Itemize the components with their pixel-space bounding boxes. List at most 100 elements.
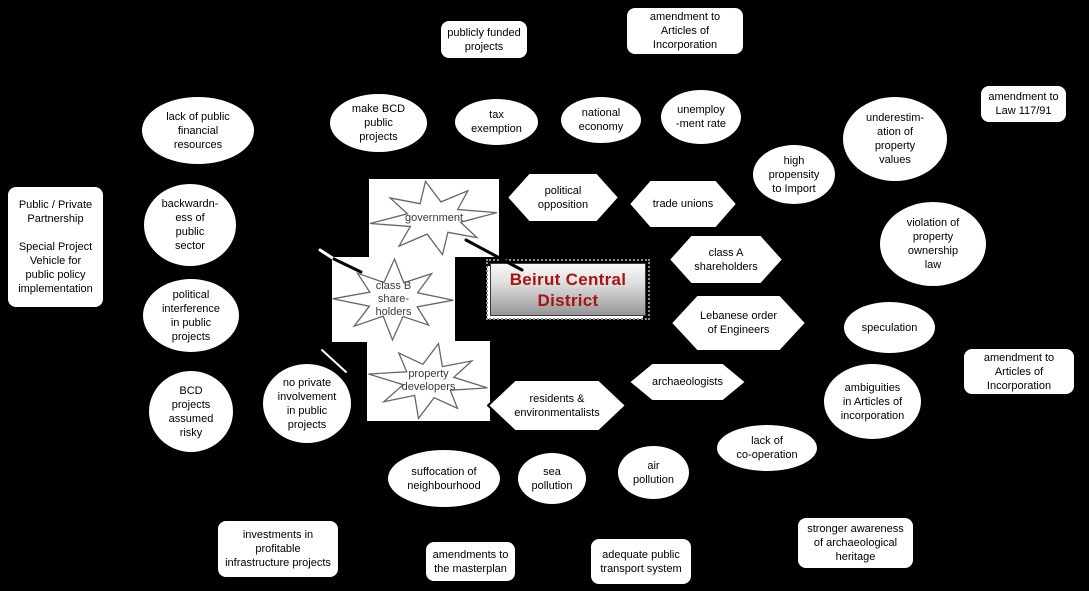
node-label-line: co-operation	[736, 449, 798, 461]
node-label-line: Articles of	[660, 25, 710, 37]
node-label-line: ess of	[175, 212, 205, 224]
node-label: government	[369, 179, 499, 257]
node-label-line: implementation	[18, 283, 93, 295]
node-label-line: Vehicle for	[29, 255, 82, 267]
node-label-line: exemption	[471, 123, 522, 135]
node-label-line: economy	[578, 121, 624, 133]
node-label-line: ation of	[876, 126, 914, 138]
node-label-line: incorporation	[840, 409, 905, 422]
node-label-line: adequate public	[602, 548, 680, 561]
node-label-line: Lebanese order	[699, 310, 778, 322]
node-unemployment-rate: unemploy-ment rate	[659, 88, 743, 146]
node-label-line: of archaeological	[813, 537, 898, 549]
node-label-line: Incorporation	[652, 39, 718, 51]
node-label-line: projects	[171, 398, 211, 411]
node-label-line: projects	[359, 131, 398, 143]
node-label-line: law	[924, 259, 942, 271]
node-label-line: projects	[287, 418, 327, 431]
node-label-line: share-	[377, 293, 410, 305]
node-label: unemploy-ment rate	[661, 90, 741, 144]
node-label-line: publicly funded	[447, 26, 521, 39]
node-label-line: in public	[170, 316, 212, 329]
node-label-line: sea	[543, 465, 561, 478]
node-label-line: environmentalists	[514, 406, 600, 419]
node-label-line: shareholders	[694, 260, 758, 273]
node-label-line: in public	[286, 404, 328, 417]
node-label-line: pollution	[633, 473, 674, 486]
node-speculation: speculation	[842, 300, 937, 355]
node-government-burst: government	[369, 179, 499, 257]
node-label-line: archaeologists	[652, 376, 723, 388]
node-label-line: of Engineers	[707, 324, 770, 336]
node-label-line: heritage	[835, 551, 876, 563]
node-label-line: amendment to	[988, 91, 1059, 103]
node-label-line: in Articles of	[842, 395, 903, 408]
node-label-line: sector	[175, 240, 205, 252]
node-label-line: amendment to	[649, 11, 721, 23]
node-label-line: projects	[464, 40, 504, 53]
node-label-line: resources	[173, 138, 223, 151]
node-label-line: violation of	[906, 217, 960, 229]
node-lack-of-co-operation: lack of co-operation	[715, 423, 819, 473]
node-label: amendment to Articles of Incorporation	[627, 8, 743, 54]
node-label-line: property	[874, 140, 916, 152]
node-label-line: transport system	[600, 562, 682, 575]
node-archaeologists: archaeologists	[628, 362, 747, 402]
node-label: lack of co-operation	[717, 425, 817, 471]
node-label-line: propensity	[768, 168, 820, 181]
node-label-line: trade unions	[652, 198, 714, 210]
node-label-line: ambiguities	[844, 381, 901, 394]
node-label-line: Public / Private	[18, 199, 93, 211]
node-trade-unions: trade unions	[628, 179, 738, 229]
node-label-line: amendments to	[432, 548, 509, 561]
node-label-line: assumed	[168, 412, 214, 425]
node-label-line: class A	[708, 246, 744, 259]
node-label-line: government	[404, 211, 464, 224]
node-label-line: ownership	[907, 245, 959, 257]
node-label-line: projects	[171, 330, 211, 343]
node-label-line: lack of	[751, 435, 783, 447]
node-label-line: political	[172, 288, 210, 301]
node-label: Lebanese order of Engineers	[670, 294, 807, 352]
node-label-line: District	[537, 290, 599, 310]
node-label-line: unemploy	[677, 104, 725, 116]
